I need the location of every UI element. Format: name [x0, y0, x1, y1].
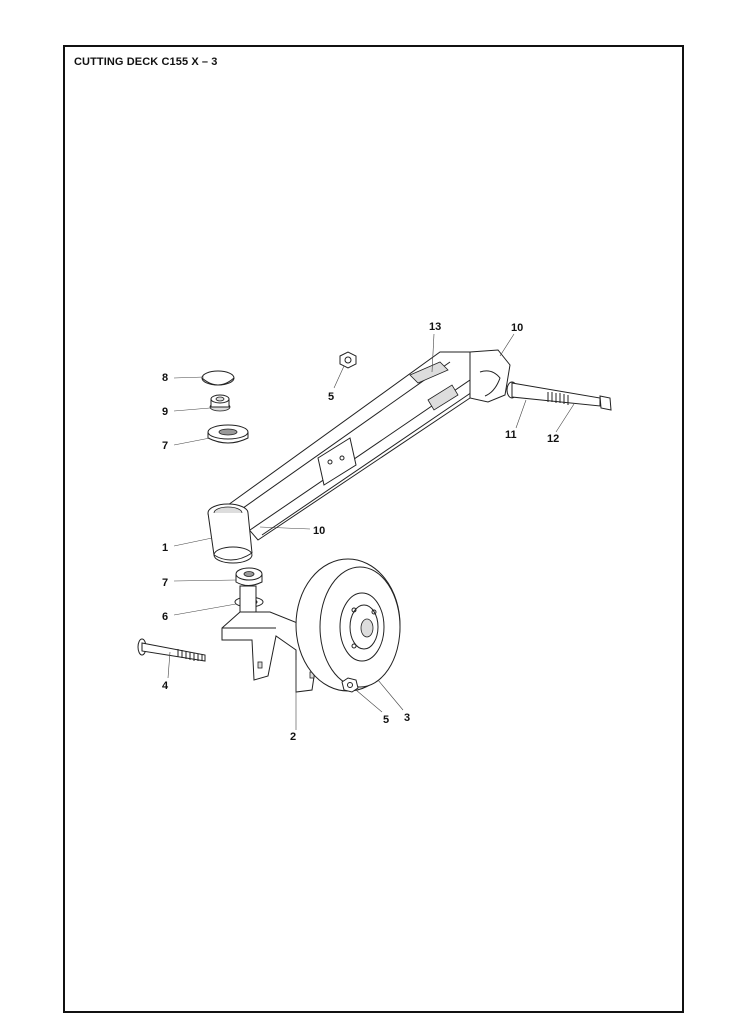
bearing-7-top [207, 424, 249, 444]
callout-4: 4 [162, 680, 169, 692]
bolt-12 [506, 381, 612, 411]
callout-10-top: 10 [511, 322, 523, 334]
caster-arm [207, 349, 511, 564]
callout-7-top: 7 [162, 440, 168, 452]
callout-12: 12 [547, 433, 559, 445]
page-title: CUTTING DECK C155 X – 3 [74, 56, 218, 68]
nut-9 [209, 394, 231, 412]
callout-7-lower: 7 [162, 577, 168, 589]
callout-11: 11 [505, 429, 517, 441]
bearing-7-lower [235, 567, 263, 586]
callout-8: 8 [162, 372, 168, 384]
callout-9: 9 [162, 406, 168, 418]
cap-8 [201, 370, 235, 386]
callout-6: 6 [162, 611, 168, 623]
callout-1: 1 [162, 542, 168, 554]
nut-5-lower [341, 677, 359, 693]
wheel-3 [295, 558, 401, 692]
bolt-4 [137, 638, 206, 662]
nut-5-top [339, 351, 357, 369]
callout-10-lower: 10 [313, 525, 325, 537]
callout-13: 13 [429, 321, 441, 333]
callout-5-lower: 5 [383, 714, 389, 726]
callout-5-top: 5 [328, 391, 334, 403]
callout-3: 3 [404, 712, 410, 724]
callouts: 13 10 5 8 9 7 11 12 1 10 7 6 4 5 3 2 [162, 321, 559, 743]
callout-2: 2 [290, 731, 296, 743]
leader-lines [167, 333, 575, 730]
